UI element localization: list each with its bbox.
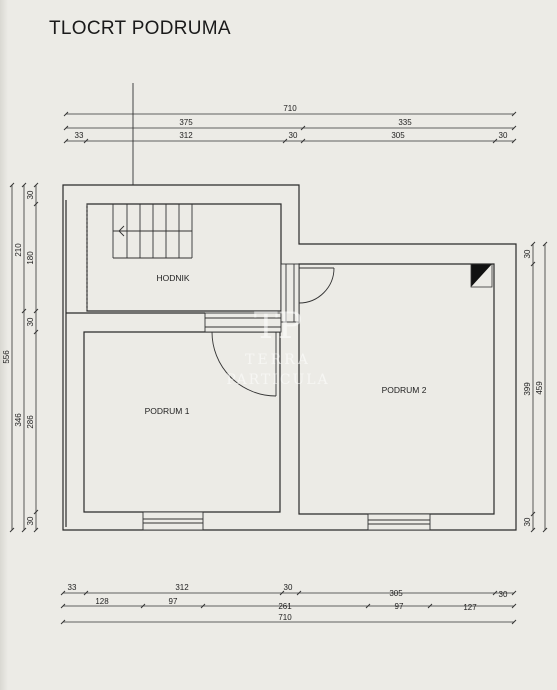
dim-bottom-row2-e: 127 xyxy=(463,603,477,612)
dim-right-total: 459 xyxy=(535,381,544,395)
watermark-logo: TP TERRA PARTICULA xyxy=(226,306,329,388)
dim-top-seg1: 33 xyxy=(75,131,84,140)
dim-left-upper-inner: 180 xyxy=(26,251,35,265)
dim-top-right-part: 335 xyxy=(398,118,412,127)
dim-bottom-row1-a: 33 xyxy=(68,583,77,592)
dim-top-seg3: 30 xyxy=(289,131,298,140)
right-dimensions xyxy=(530,241,548,533)
window-podrum2 xyxy=(367,513,431,531)
shaft-marker xyxy=(471,264,492,287)
hallway-inner-wall xyxy=(86,203,282,312)
dim-bottom-row2-b: 97 xyxy=(169,597,178,606)
dim-right-top-wall: 30 xyxy=(523,249,532,258)
watermark-line1: TERRA xyxy=(245,352,311,368)
outer-wall xyxy=(62,184,517,531)
dim-right-inner: 399 xyxy=(523,382,532,396)
dim-bottom-row1-c: 30 xyxy=(284,583,293,592)
window-podrum1 xyxy=(142,511,204,531)
dim-bottom-row1-b: 312 xyxy=(175,583,189,592)
dim-left-total: 556 xyxy=(2,350,11,364)
walls xyxy=(62,184,517,531)
bottom-dimensions xyxy=(60,590,517,625)
dim-left-upper: 210 xyxy=(14,243,23,257)
dim-right-bottom-wall: 30 xyxy=(523,517,532,526)
dim-top-left-part: 375 xyxy=(179,118,193,127)
left-dimensions xyxy=(9,182,39,533)
watermark-monogram: TP xyxy=(254,306,302,347)
dim-top-seg4: 305 xyxy=(391,131,405,140)
dim-left-mid-wall: 30 xyxy=(26,317,35,326)
watermark-line2: PARTICULA xyxy=(226,372,329,388)
dim-bottom-total: 710 xyxy=(278,613,292,622)
dim-bottom-row2-d: 97 xyxy=(395,602,404,611)
dim-left-top-wall: 30 xyxy=(26,190,35,199)
dim-bottom-row2-a: 128 xyxy=(95,597,109,606)
page-title: TLOCRT PODRUMA xyxy=(49,18,231,39)
door-podrum1 xyxy=(204,312,282,397)
dim-bottom-row1-d: 305 xyxy=(389,589,403,598)
top-dimensions xyxy=(63,111,517,144)
room-label-podrum1: PODRUM 1 xyxy=(145,406,190,416)
dim-top-seg5: 30 xyxy=(499,131,508,140)
room-label-podrum2: PODRUM 2 xyxy=(382,385,427,395)
dim-bottom-row1-e: 30 xyxy=(499,590,508,599)
dim-top-total: 710 xyxy=(283,104,297,113)
stairs-arrow xyxy=(118,225,125,237)
door-podrum2 xyxy=(280,263,335,323)
dim-bottom-row2-c: 261 xyxy=(278,602,292,611)
dim-left-lower: 346 xyxy=(14,413,23,427)
podrum2-inner-wall xyxy=(298,263,495,515)
dim-top-seg2: 312 xyxy=(179,131,193,140)
dim-left-bottom-wall: 30 xyxy=(26,516,35,525)
room-label-hodnik: HODNIK xyxy=(156,273,189,283)
page-edge xyxy=(0,0,8,690)
stairs xyxy=(112,204,193,259)
dim-left-lower-inner: 286 xyxy=(26,415,35,429)
